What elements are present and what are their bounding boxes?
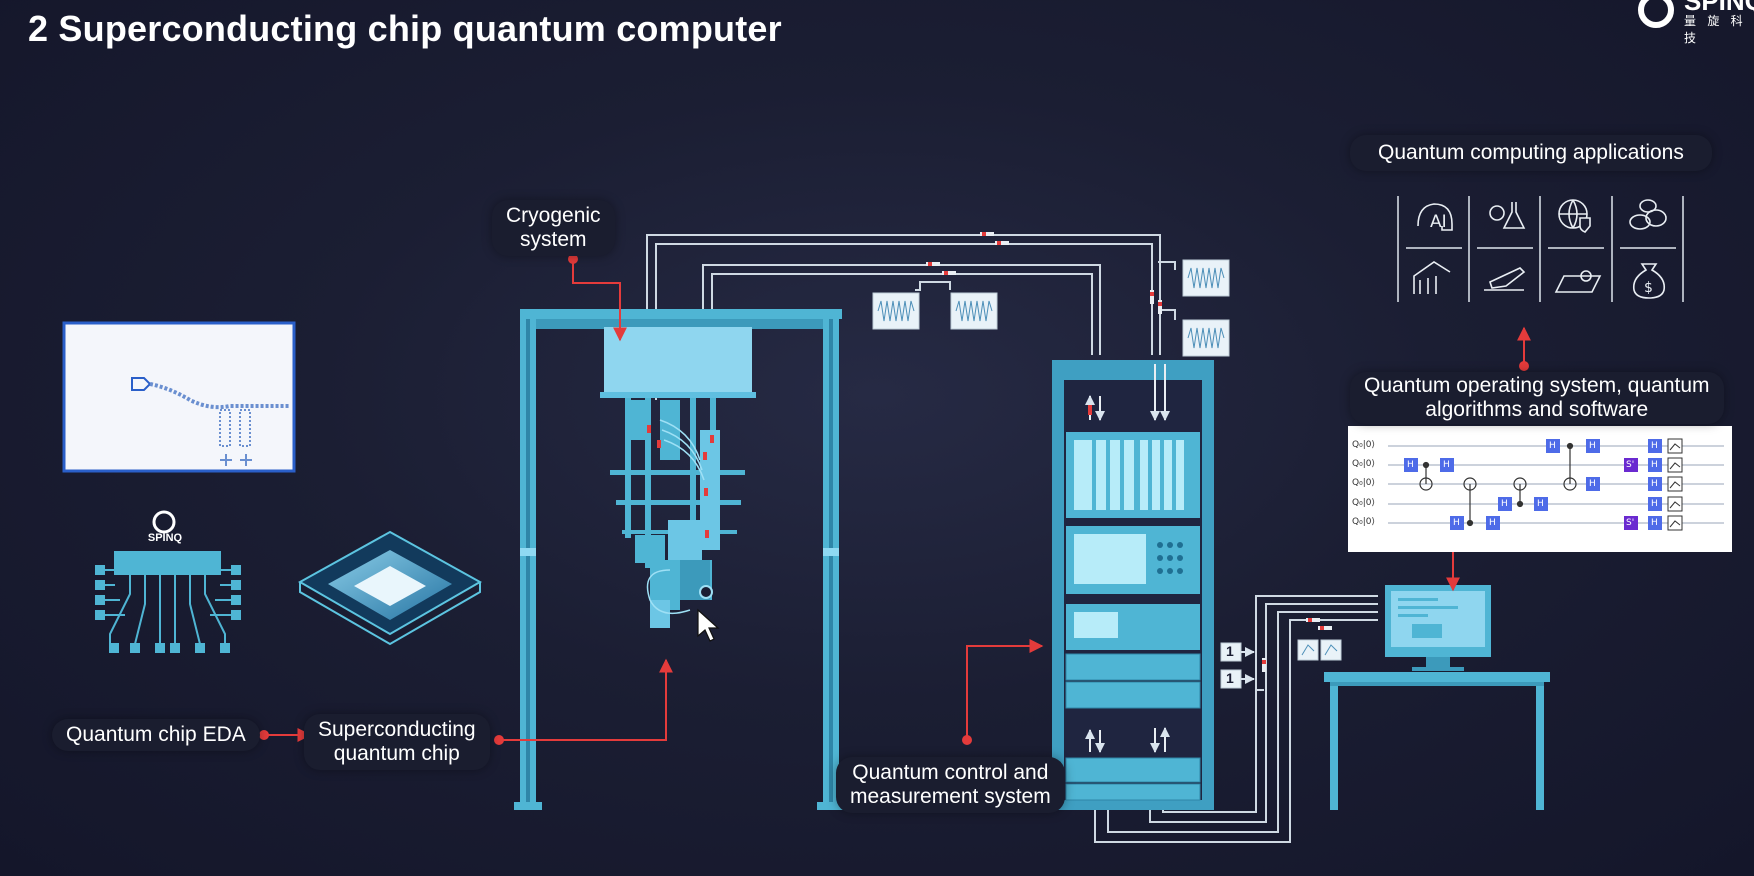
waveform-boxes: [872, 259, 1230, 357]
eda-chip-layout: [62, 321, 296, 473]
qubit-label: Q₀|0⟩: [1352, 517, 1375, 527]
logo-subtitle: 量 旋 科 技: [1684, 14, 1747, 45]
money-bag-icon: $: [1632, 263, 1666, 299]
airplane-icon: [1484, 267, 1526, 291]
cryostat-frame: [514, 309, 845, 810]
label-line: algorithms and software: [1425, 398, 1649, 421]
annotation-arrows: [264, 259, 1531, 742]
cable-attenuators: [926, 232, 1332, 672]
chemistry-icon: [1489, 202, 1526, 229]
label-line: system: [520, 228, 587, 251]
label-quantum-applications: Quantum computing applications: [1350, 135, 1712, 171]
chip-package: [95, 510, 241, 653]
gate-h: H: [1407, 460, 1414, 470]
globe-shield-icon: [1558, 199, 1591, 233]
gate-h: H: [1589, 479, 1596, 489]
label-line: Superconducting: [318, 718, 476, 741]
label-superconducting-chip: Superconducting quantum chip: [304, 714, 490, 770]
signal-mark: 1: [1226, 643, 1234, 659]
instrument-rack: [1052, 360, 1214, 810]
label-control-measurement: Quantum control and measurement system: [836, 757, 1065, 813]
label-line: Quantum operating system, quantum: [1364, 374, 1710, 397]
chip-spinq-logo: SPINQ: [140, 510, 190, 544]
chip-logo-text: SPINQ: [147, 532, 183, 544]
gate-h: H: [1651, 518, 1658, 528]
slide-title: 2 Superconducting chip quantum computer: [28, 8, 782, 49]
bridge-icon: [1413, 261, 1451, 294]
spinq-logo-mark: [1638, 0, 1674, 28]
label-line: quantum chip: [333, 742, 460, 765]
signal-mark: 1: [1226, 670, 1234, 686]
label-line: Cryogenic: [506, 204, 601, 227]
computer-desk: [1324, 585, 1550, 810]
dilution-refrigerator: [600, 327, 756, 628]
qubit-label: Q₀|0⟩: [1352, 498, 1375, 508]
signal-markers: [1220, 639, 1342, 689]
circuit-wires: [1388, 438, 1724, 531]
spinq-logo: SPINQ 量 旋 科 技: [1628, 0, 1754, 45]
qubit-label: Q₀|0⟩: [1352, 440, 1375, 450]
mouse-cursor: [697, 608, 720, 642]
capsules-icon: [1629, 199, 1667, 230]
qubit-label: Q₀|0⟩: [1352, 478, 1375, 488]
gate-h: H: [1549, 441, 1556, 451]
logo-brand: SPINQ: [1684, 0, 1754, 16]
label-cryogenic-system: Cryogenic system: [492, 200, 615, 256]
gate-h: H: [1651, 499, 1658, 509]
gate-h: H: [1651, 479, 1658, 489]
gate-h: H: [1501, 499, 1508, 509]
label-line: measurement system: [850, 785, 1051, 808]
label-line: Quantum control and: [852, 761, 1049, 784]
gate-h: H: [1489, 518, 1496, 528]
gate-h: H: [1589, 441, 1596, 451]
svg-text:$: $: [1644, 280, 1653, 296]
ai-icon: AI: [1417, 203, 1453, 232]
svg-text:AI: AI: [1430, 212, 1447, 232]
gate-h: H: [1651, 441, 1658, 451]
gate-s: S': [1626, 518, 1635, 528]
gate-h: H: [1537, 499, 1544, 509]
label-quantum-os: Quantum operating system, quantum algori…: [1350, 372, 1724, 424]
qubit-label: Q₀|0⟩: [1352, 459, 1375, 469]
map-pin-icon: [1554, 270, 1602, 293]
gate-h: H: [1453, 518, 1460, 528]
applications-grid: [1397, 196, 1684, 302]
gate-h: H: [1651, 460, 1658, 470]
superconducting-chip-graphic: [297, 530, 483, 646]
gate-h: H: [1443, 460, 1450, 470]
quantum-circuit-panel: Q₀|0⟩ Q₀|0⟩ Q₀|0⟩ Q₀|0⟩ Q₀|0⟩ H H H H H …: [1348, 426, 1732, 552]
label-quantum-chip-eda: Quantum chip EDA: [52, 719, 260, 751]
gate-s: S': [1626, 460, 1635, 470]
